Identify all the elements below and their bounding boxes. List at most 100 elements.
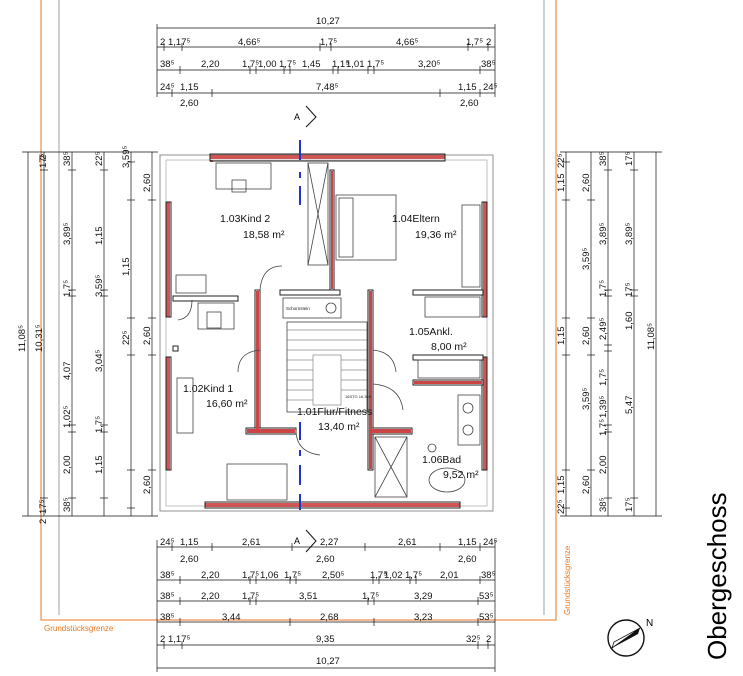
property-line-label-right: Grundstücksgrenze (563, 545, 572, 615)
dimension-label: 1,7⁵ (279, 59, 296, 70)
dimension-label: 4,66⁵ (238, 37, 260, 48)
dimension-label: 2,60 (581, 476, 592, 495)
dimension-label: 2,60 (142, 476, 153, 495)
dimension-label: 1,15 (556, 476, 567, 495)
dimension-label: 9,35 (316, 634, 335, 645)
dimension-label: 1,7⁵ (284, 570, 301, 581)
dimension-label: 38⁵ (598, 151, 609, 166)
dimension-label: 1,01 (346, 59, 365, 70)
dimension-label: 2,61 (242, 537, 261, 548)
property-line (40, 0, 557, 621)
room-name-kind2: 1.03Kind 2 (220, 213, 270, 225)
dimension-label: 1,7⁵ (598, 280, 609, 297)
dimension-label: 2,00 (598, 456, 609, 475)
dimension-label: 24⁵ (160, 537, 175, 548)
dimension-label: A (294, 536, 300, 546)
dimension-label: 2,61 (398, 537, 417, 548)
dimension-label: 2,01 (440, 570, 459, 581)
dimension-label: 1,45 (302, 59, 321, 70)
dimension-label: 3,89⁵ (624, 223, 635, 245)
dimension-label: 2 (38, 519, 49, 524)
dimension-label: 1,7⁵ (370, 570, 387, 581)
dimension-label: 5,47 (624, 396, 635, 415)
chimney-label: Schornstein (286, 306, 310, 311)
room-name-eltern: 1.04Eltern (392, 213, 440, 225)
dimension-label: 1,15 (458, 82, 477, 93)
dimension-label: 1,7⁵ (242, 591, 259, 602)
dimension-label: 1,15 (556, 174, 567, 193)
dimension-label: 17⁵ (624, 151, 635, 166)
dimension-label: 4,66⁵ (396, 37, 418, 48)
dimension-label: 4,07 (62, 362, 73, 381)
dimension-label: 22⁵ (121, 330, 132, 345)
dimension-label: 2,20 (201, 570, 220, 581)
dimension-label: 2 (486, 634, 491, 645)
top-total-dim: 10,27 (316, 16, 340, 27)
dimension-label: 1,1⁵ (332, 59, 349, 70)
dimension-label: 1,15 (180, 82, 199, 93)
dimension-label: 24⁵ (483, 537, 498, 548)
dimension-label: 38⁵ (160, 59, 175, 70)
dimension-label: 38⁵ (160, 570, 175, 581)
room-area-flur: 13,40 m² (318, 421, 360, 433)
dimension-label: 3,44 (222, 612, 241, 623)
room-area-kind1: 16,60 m² (206, 398, 248, 410)
dimension-label: 2,60 (142, 174, 153, 193)
dimension-label: 1,7⁵ (466, 37, 483, 48)
dimension-label: 2,20 (201, 591, 220, 602)
room-area-kind2: 18,58 m² (243, 229, 285, 241)
dimension-label: 2,60 (142, 327, 153, 346)
boundary-lines (58, 0, 545, 615)
building-outline (159, 153, 494, 512)
section-marker-bottom: A (294, 529, 317, 553)
section-marker-top: A (294, 105, 317, 128)
dimension-label: 1,39⁵ (598, 396, 609, 418)
dimension-label: 1,7⁵ (598, 419, 609, 436)
top-dimension-chains: 10,27 2 1,17⁵ 4,66⁵ 1,7⁵ 4,66⁵ 1,7⁵ 2 38… (156, 16, 498, 109)
dimension-label: 10,31⁵ (34, 324, 45, 352)
dimension-label: 22⁵ (556, 499, 567, 514)
dimension-label: 2,60 (581, 327, 592, 346)
dimension-label: 24⁵ (483, 82, 498, 93)
dimension-label: 1,7⁵ (367, 59, 384, 70)
dimension-label: 1,7⁵ (405, 570, 422, 581)
dimension-label: 32⁵ (466, 634, 481, 645)
dimension-label: 1,15 (121, 258, 132, 277)
dimension-label: N (646, 618, 653, 629)
dimension-label: 38⁵ (598, 497, 609, 512)
dimension-label: 22⁵ (94, 151, 105, 166)
dimension-label: 3,04⁵ (94, 350, 105, 372)
dimension-label: 1,15 (94, 456, 105, 475)
room-labels: 1.03Kind 2 18,58 m² 1.04Eltern 19,36 m² … (183, 213, 479, 481)
dimension-label: 2,60 (180, 554, 199, 565)
dimension-label: 2,60 (460, 98, 479, 109)
property-line-label-bottom: Grundstücksgrenze (44, 624, 114, 633)
dimension-label: 1,00 (258, 59, 277, 70)
dimension-label: 2 (38, 155, 49, 160)
dimension-label: 1,7⁵ (242, 570, 259, 581)
dimension-label: 1,15 (180, 537, 199, 548)
room-name-bad: 1.06Bad (422, 454, 461, 466)
dimension-label: 2,60 (458, 554, 477, 565)
dimension-label: 17⁵ (624, 497, 635, 512)
dimension-label: 1,60 (624, 312, 635, 331)
furniture (175, 162, 481, 501)
dimension-label: 1,7⁵ (94, 416, 105, 433)
dimension-label: 2 (160, 37, 165, 48)
dimension-label: 1,15 (458, 537, 477, 548)
room-name-flur: 1.01Flur/Fitness (297, 406, 372, 418)
dimension-label: 2,50⁵ (322, 570, 344, 581)
dimension-label: 17⁵ (38, 499, 49, 514)
room-name-ankl: 1.05Ankl. (409, 326, 453, 338)
dimension-label: 11,08⁵ (646, 323, 657, 350)
dimension-label: 38⁵ (62, 497, 73, 512)
dimension-label: 3,20⁵ (418, 59, 440, 70)
dimension-label: 1,7⁵ (62, 280, 73, 297)
dimension-label: 53⁵ (479, 612, 494, 623)
dimension-label: 2,49⁵ (598, 318, 609, 340)
dimension-label: 38⁵ (481, 570, 496, 581)
dimension-label: 1,7⁵ (242, 59, 259, 70)
bottom-dimension-chains: 24⁵ 1,15 2,61 2,27 2,61 1,15 24⁵ 2,60 2,… (156, 537, 498, 672)
dimension-label: 1,15 (556, 327, 567, 346)
